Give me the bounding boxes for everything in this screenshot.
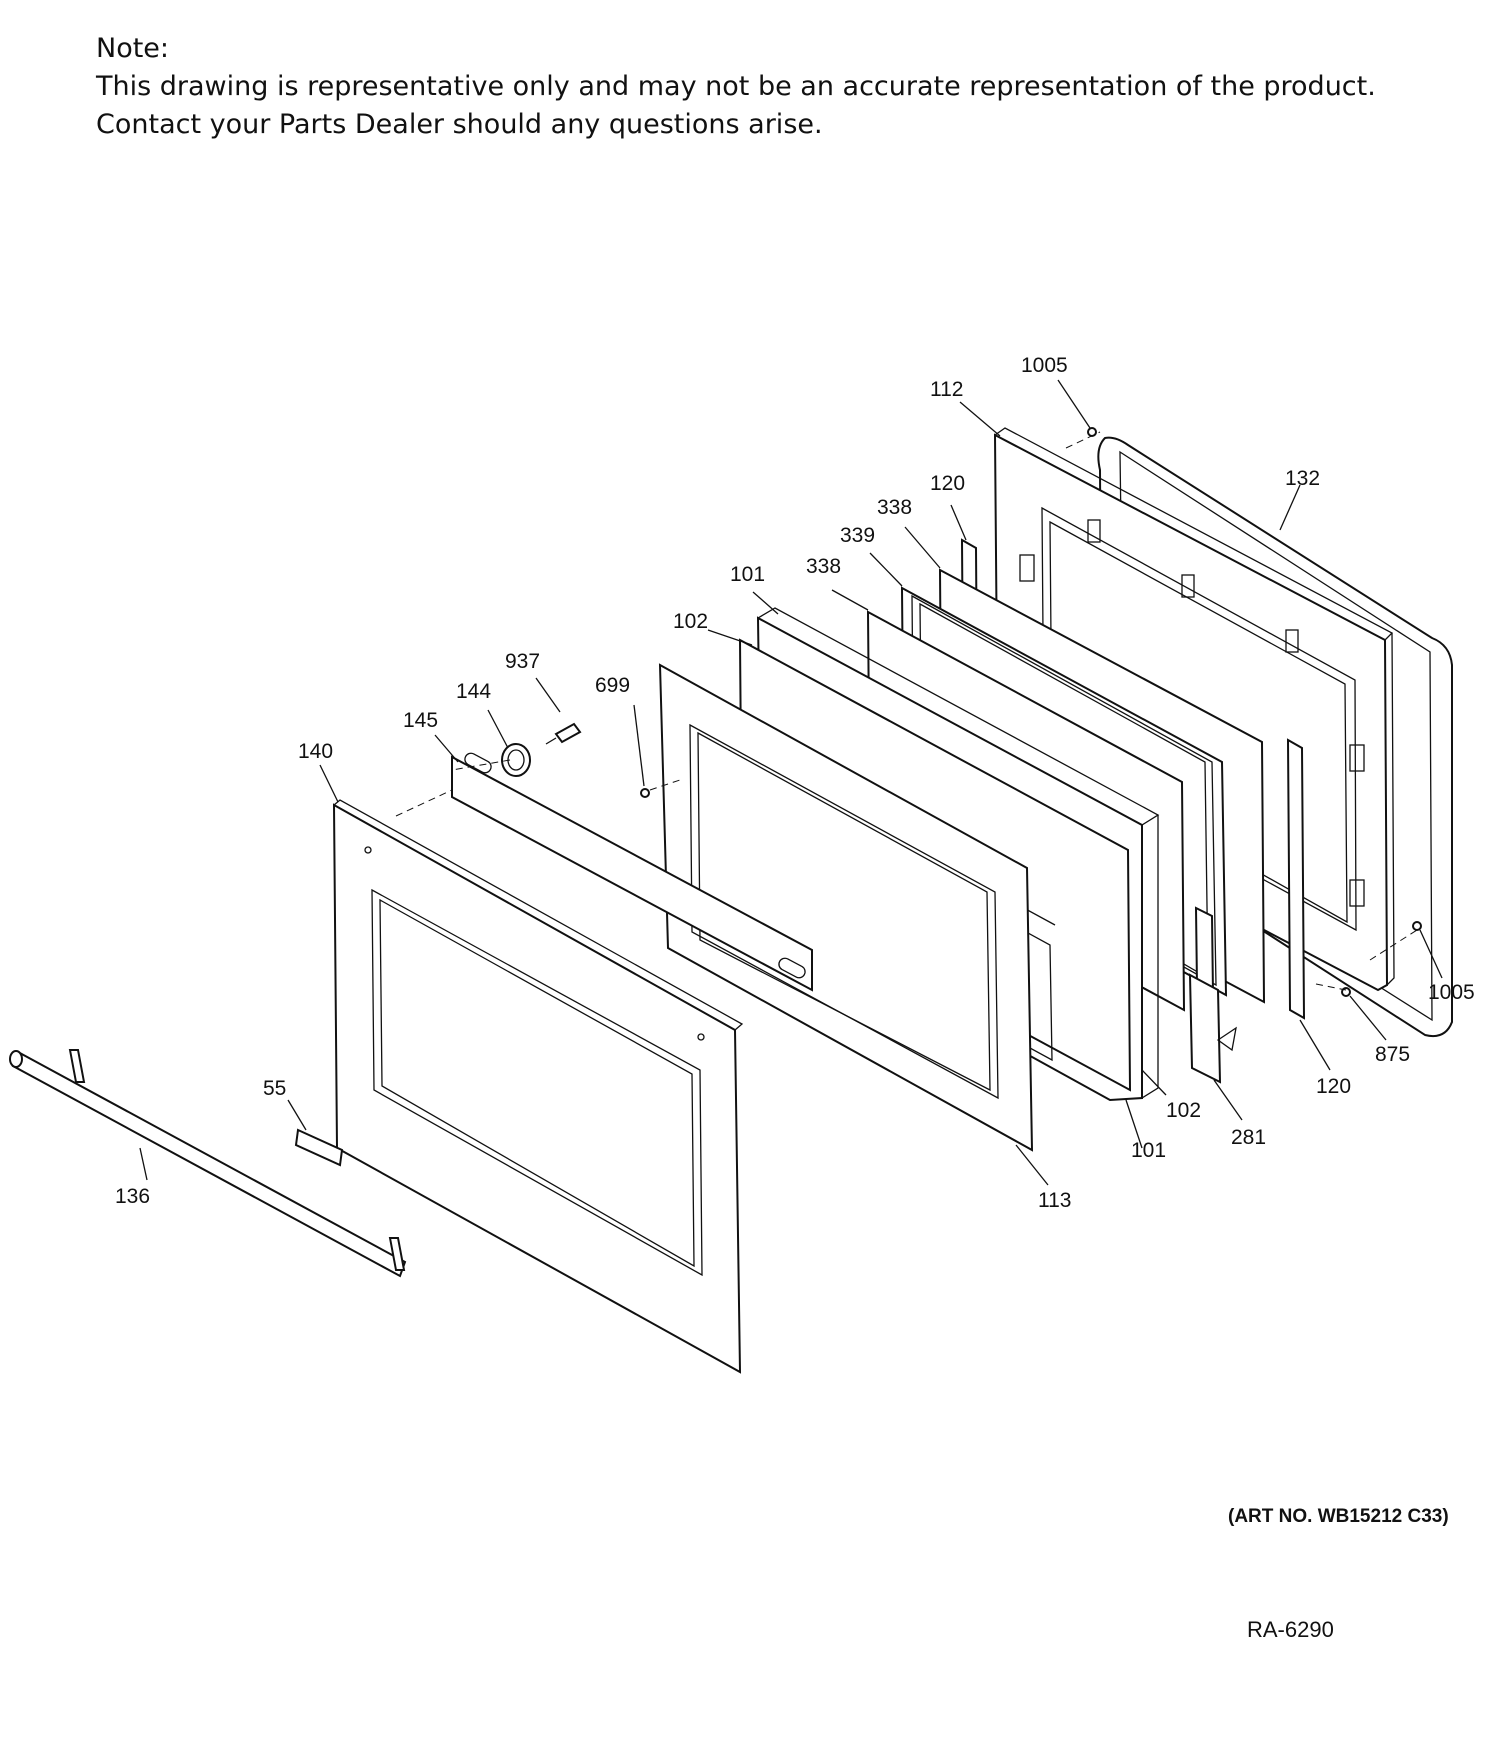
front-glass-panel-140 [332,799,744,1374]
screw-1005-upper [1087,427,1097,437]
callout-113: 113 [1038,1189,1071,1212]
light-lens-144 [501,743,531,777]
screw-699 [640,788,650,798]
part-callouts: 1005 112 132 120 338 339 338 101 102 937… [115,354,1475,1212]
note-line-1: This drawing is representative only and … [96,71,1376,102]
callout-339: 339 [840,524,875,547]
alignment-lines [395,431,1418,991]
callout-144: 144 [456,680,491,703]
hinge-281 [1188,906,1237,1084]
note-heading: Note: [96,33,170,64]
screw-1005-lower [1412,921,1422,931]
callout-145: 145 [403,709,438,732]
callout-102-lower: 102 [1166,1099,1201,1122]
callout-101-upper: 101 [730,563,765,586]
drawing-number: RA-6290 [1247,1617,1334,1642]
callout-132: 132 [1285,467,1320,490]
callout-1005-lower: 1005 [1428,981,1475,1004]
badge-55 [294,1128,344,1167]
callout-102-upper: 102 [673,610,708,633]
art-number: (ART NO. WB15212 C33) [1228,1506,1449,1527]
callout-55: 55 [263,1077,286,1100]
callout-136: 136 [115,1185,150,1208]
callout-699: 699 [595,674,630,697]
callout-937: 937 [505,650,540,673]
callout-101-lower: 101 [1131,1139,1166,1162]
callout-140: 140 [298,740,333,763]
callout-338-upper: 338 [877,496,912,519]
disclaimer-note: Note: This drawing is representative onl… [96,30,1376,144]
light-bulb-937 [545,722,582,745]
leader-lines [139,379,1443,1186]
handle-136 [9,1049,407,1278]
callout-875: 875 [1375,1043,1410,1066]
note-line-2: Contact your Parts Dealer should any que… [96,109,823,140]
callout-338-lower: 338 [806,555,841,578]
callout-1005-upper: 1005 [1021,354,1068,377]
hinge-channel-120-lower [1286,738,1306,1020]
inner-panel-113 [658,663,1034,1152]
bracket-strip-145 [451,752,813,992]
callout-120-upper: 120 [930,472,965,495]
callout-112: 112 [930,378,963,401]
callout-120-lower: 120 [1316,1075,1351,1098]
callout-281: 281 [1231,1126,1266,1149]
